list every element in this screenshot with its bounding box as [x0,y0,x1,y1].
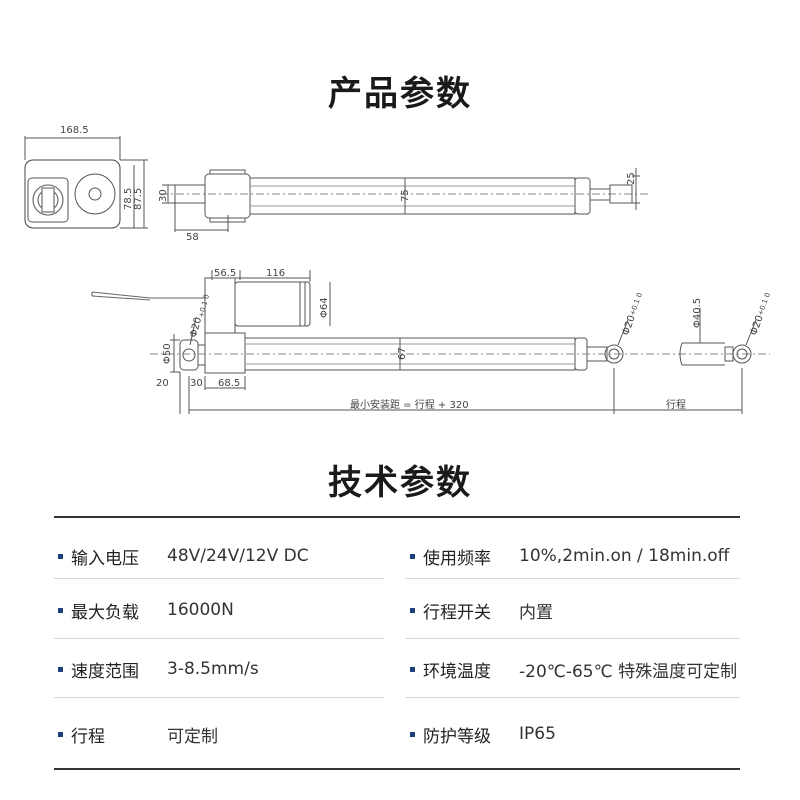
dim-75: 75 [400,189,411,202]
spec-label: 输入电压 [71,548,139,569]
dim-50: Φ50 [162,343,173,364]
technical-drawing: 168.5 78.5 87.5 30 58 75 25 56.5 116 Φ64… [24,125,772,414]
bullet-icon [410,607,415,613]
dim-hole-left-tol: +0.1 0 [197,294,211,319]
end-view [24,136,148,229]
bullet-icon [58,731,63,737]
dim-hole-left: Φ20 [188,316,204,339]
spec-max-load: 最大负载 16000N [58,581,234,639]
dim-20: 20 [156,378,169,389]
spec-label: 行程 [71,726,105,747]
row-separator [54,578,384,579]
dim-116: 116 [266,268,285,279]
dim-68-5: 68.5 [218,378,240,389]
spec-value: -20℃-65℃ 特殊温度可定制 [519,661,738,682]
dim-78-5: 78.5 [123,188,134,210]
top-view [160,168,650,232]
row-separator [405,638,740,639]
spec-speed-range: 速度范围 3-8.5mm/s [58,640,259,698]
spec-stroke: 行程 可定制 [58,705,218,763]
spec-value: 内置 [519,602,553,623]
spec-value: 3-8.5mm/s [167,659,259,679]
bullet-icon [410,666,415,672]
dim-hole-end-tol: +0.1 0 [756,292,772,317]
dim-56-5: 56.5 [214,268,236,279]
dim-rod-dia: Φ40.5 [692,298,703,328]
spec-input-voltage: 输入电压 48V/24V/12V DC [58,527,309,585]
dim-87-5: 87.5 [133,188,144,210]
table-top-rule [54,516,740,518]
spec-label: 使用频率 [423,548,491,569]
dim-motor-dia: Φ64 [319,297,330,318]
bullet-icon [58,553,63,559]
dim-30-top: 30 [158,189,169,202]
spec-value: 16000N [167,600,234,620]
row-separator [54,697,384,698]
product-section-title: 产品参数 [328,74,472,114]
bullet-icon [410,553,415,559]
dim-width: 168.5 [60,125,89,136]
side-view [91,270,770,414]
spec-value: 10%,2min.on / 18min.off [519,546,730,566]
spec-value: IP65 [519,724,556,744]
dim-hole-right-tol: +0.1 0 [628,292,644,317]
dim-30-side: 30 [190,378,203,389]
spec-value: 可定制 [167,726,218,747]
bullet-icon [58,607,63,613]
spec-limit-switch: 行程开关 内置 [410,581,553,639]
spec-protection-class: 防护等级 IP65 [410,705,556,763]
spec-label: 行程开关 [423,602,491,623]
dim-25: 25 [626,172,637,185]
dim-58: 58 [186,232,199,243]
row-separator [405,578,740,579]
dim-67: 67 [397,347,408,360]
dim-stroke: 行程 [666,398,686,411]
spec-label: 环境温度 [423,661,491,682]
dim-min-install: 最小安装距 = 行程 + 320 [350,398,469,411]
spec-ambient-temp: 环境温度 -20℃-65℃ 特殊温度可定制 [410,640,737,698]
row-separator [405,697,740,698]
tech-section-title: 技术参数 [328,463,472,503]
row-separator [54,638,384,639]
bullet-icon [58,666,63,672]
bullet-icon [410,731,415,737]
spec-label: 防护等级 [423,726,491,747]
spec-duty-cycle: 使用频率 10%,2min.on / 18min.off [410,527,729,585]
spec-label: 最大负载 [71,602,139,623]
spec-value: 48V/24V/12V DC [167,546,309,566]
table-bottom-rule [54,768,740,770]
spec-label: 速度范围 [71,661,139,682]
